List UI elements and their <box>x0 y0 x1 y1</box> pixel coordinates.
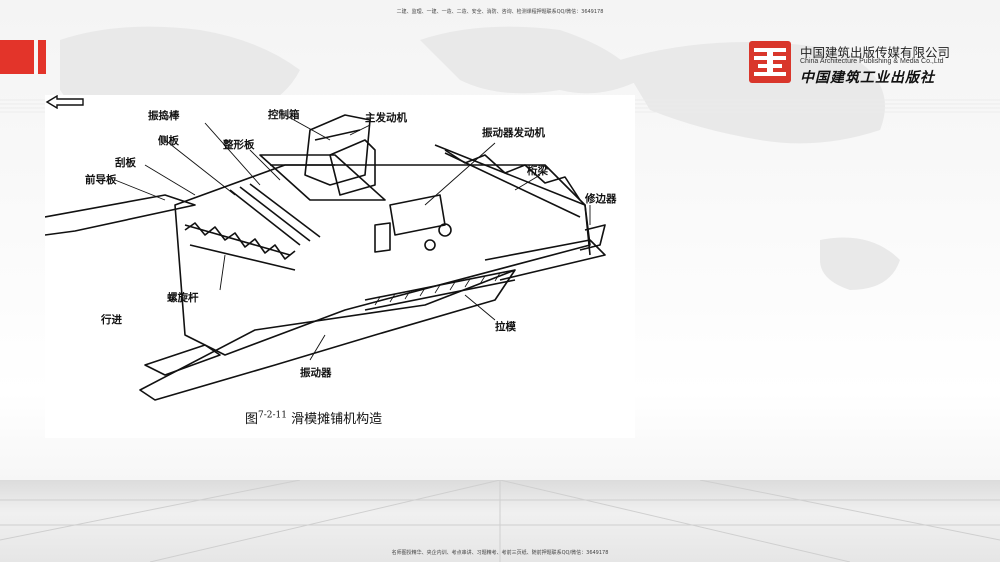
label-truss-beam: 桁梁 <box>527 165 548 177</box>
publisher-logo: 中国建筑出版传媒有限公司 China Architecture Publishi… <box>748 40 978 86</box>
caption-title: 滑模摊铺机构造 <box>291 412 383 427</box>
slipform-paver-drawing <box>45 114 606 401</box>
red-accent-block <box>0 40 34 74</box>
figure-caption: 图7-2-11 滑模摊铺机构造 <box>245 408 382 427</box>
bottom-note: 名师图授精华、央企内训、考点串讲、习题精考、考前三页纸、随前押题联系QQ/微信：… <box>391 550 609 556</box>
label-spiral-auger: 螺旋杆 <box>167 292 199 304</box>
label-edge-trimmer: 修边器 <box>585 193 617 205</box>
floor-background <box>0 480 1000 562</box>
publisher-name-en: China Architecture Publishing & Media Co… <box>800 58 944 65</box>
publisher-name-calligraphy: 中国建筑工业出版社 <box>800 70 935 86</box>
label-vibrator-engine: 振动器发动机 <box>482 127 545 139</box>
label-side-plate: 侧板 <box>158 135 179 147</box>
label-shaping-plate: 整形板 <box>223 139 255 151</box>
paver-diagram: 振捣棒 控制箱 主发动机 侧板 整形板 振动器发动机 刮板 前导板 桁梁 修边器… <box>45 95 635 438</box>
label-control-box: 控制箱 <box>268 109 300 121</box>
publisher-name-cn: 中国建筑出版传媒有限公司 <box>800 45 951 60</box>
label-vibrating-rod: 振捣棒 <box>148 110 180 122</box>
top-note: 二建、监理、一建、一造、二造、安全、消防、咨询、检测课程押题联系QQ/微信：36… <box>396 9 604 15</box>
label-main-engine: 主发动机 <box>365 112 407 124</box>
label-scraper: 刮板 <box>115 157 136 169</box>
red-accent-stripe <box>38 40 46 74</box>
label-travel: 行进 <box>101 314 122 326</box>
caption-prefix: 图 <box>245 412 259 427</box>
label-pull-mold: 拉模 <box>495 321 516 333</box>
label-front-guide-plate: 前导板 <box>85 174 117 186</box>
label-vibrator: 振动器 <box>300 367 332 379</box>
caption-number: 7-2-11 <box>258 410 288 421</box>
publisher-emblem-icon <box>749 41 791 83</box>
travel-direction-arrow-icon <box>45 95 84 109</box>
